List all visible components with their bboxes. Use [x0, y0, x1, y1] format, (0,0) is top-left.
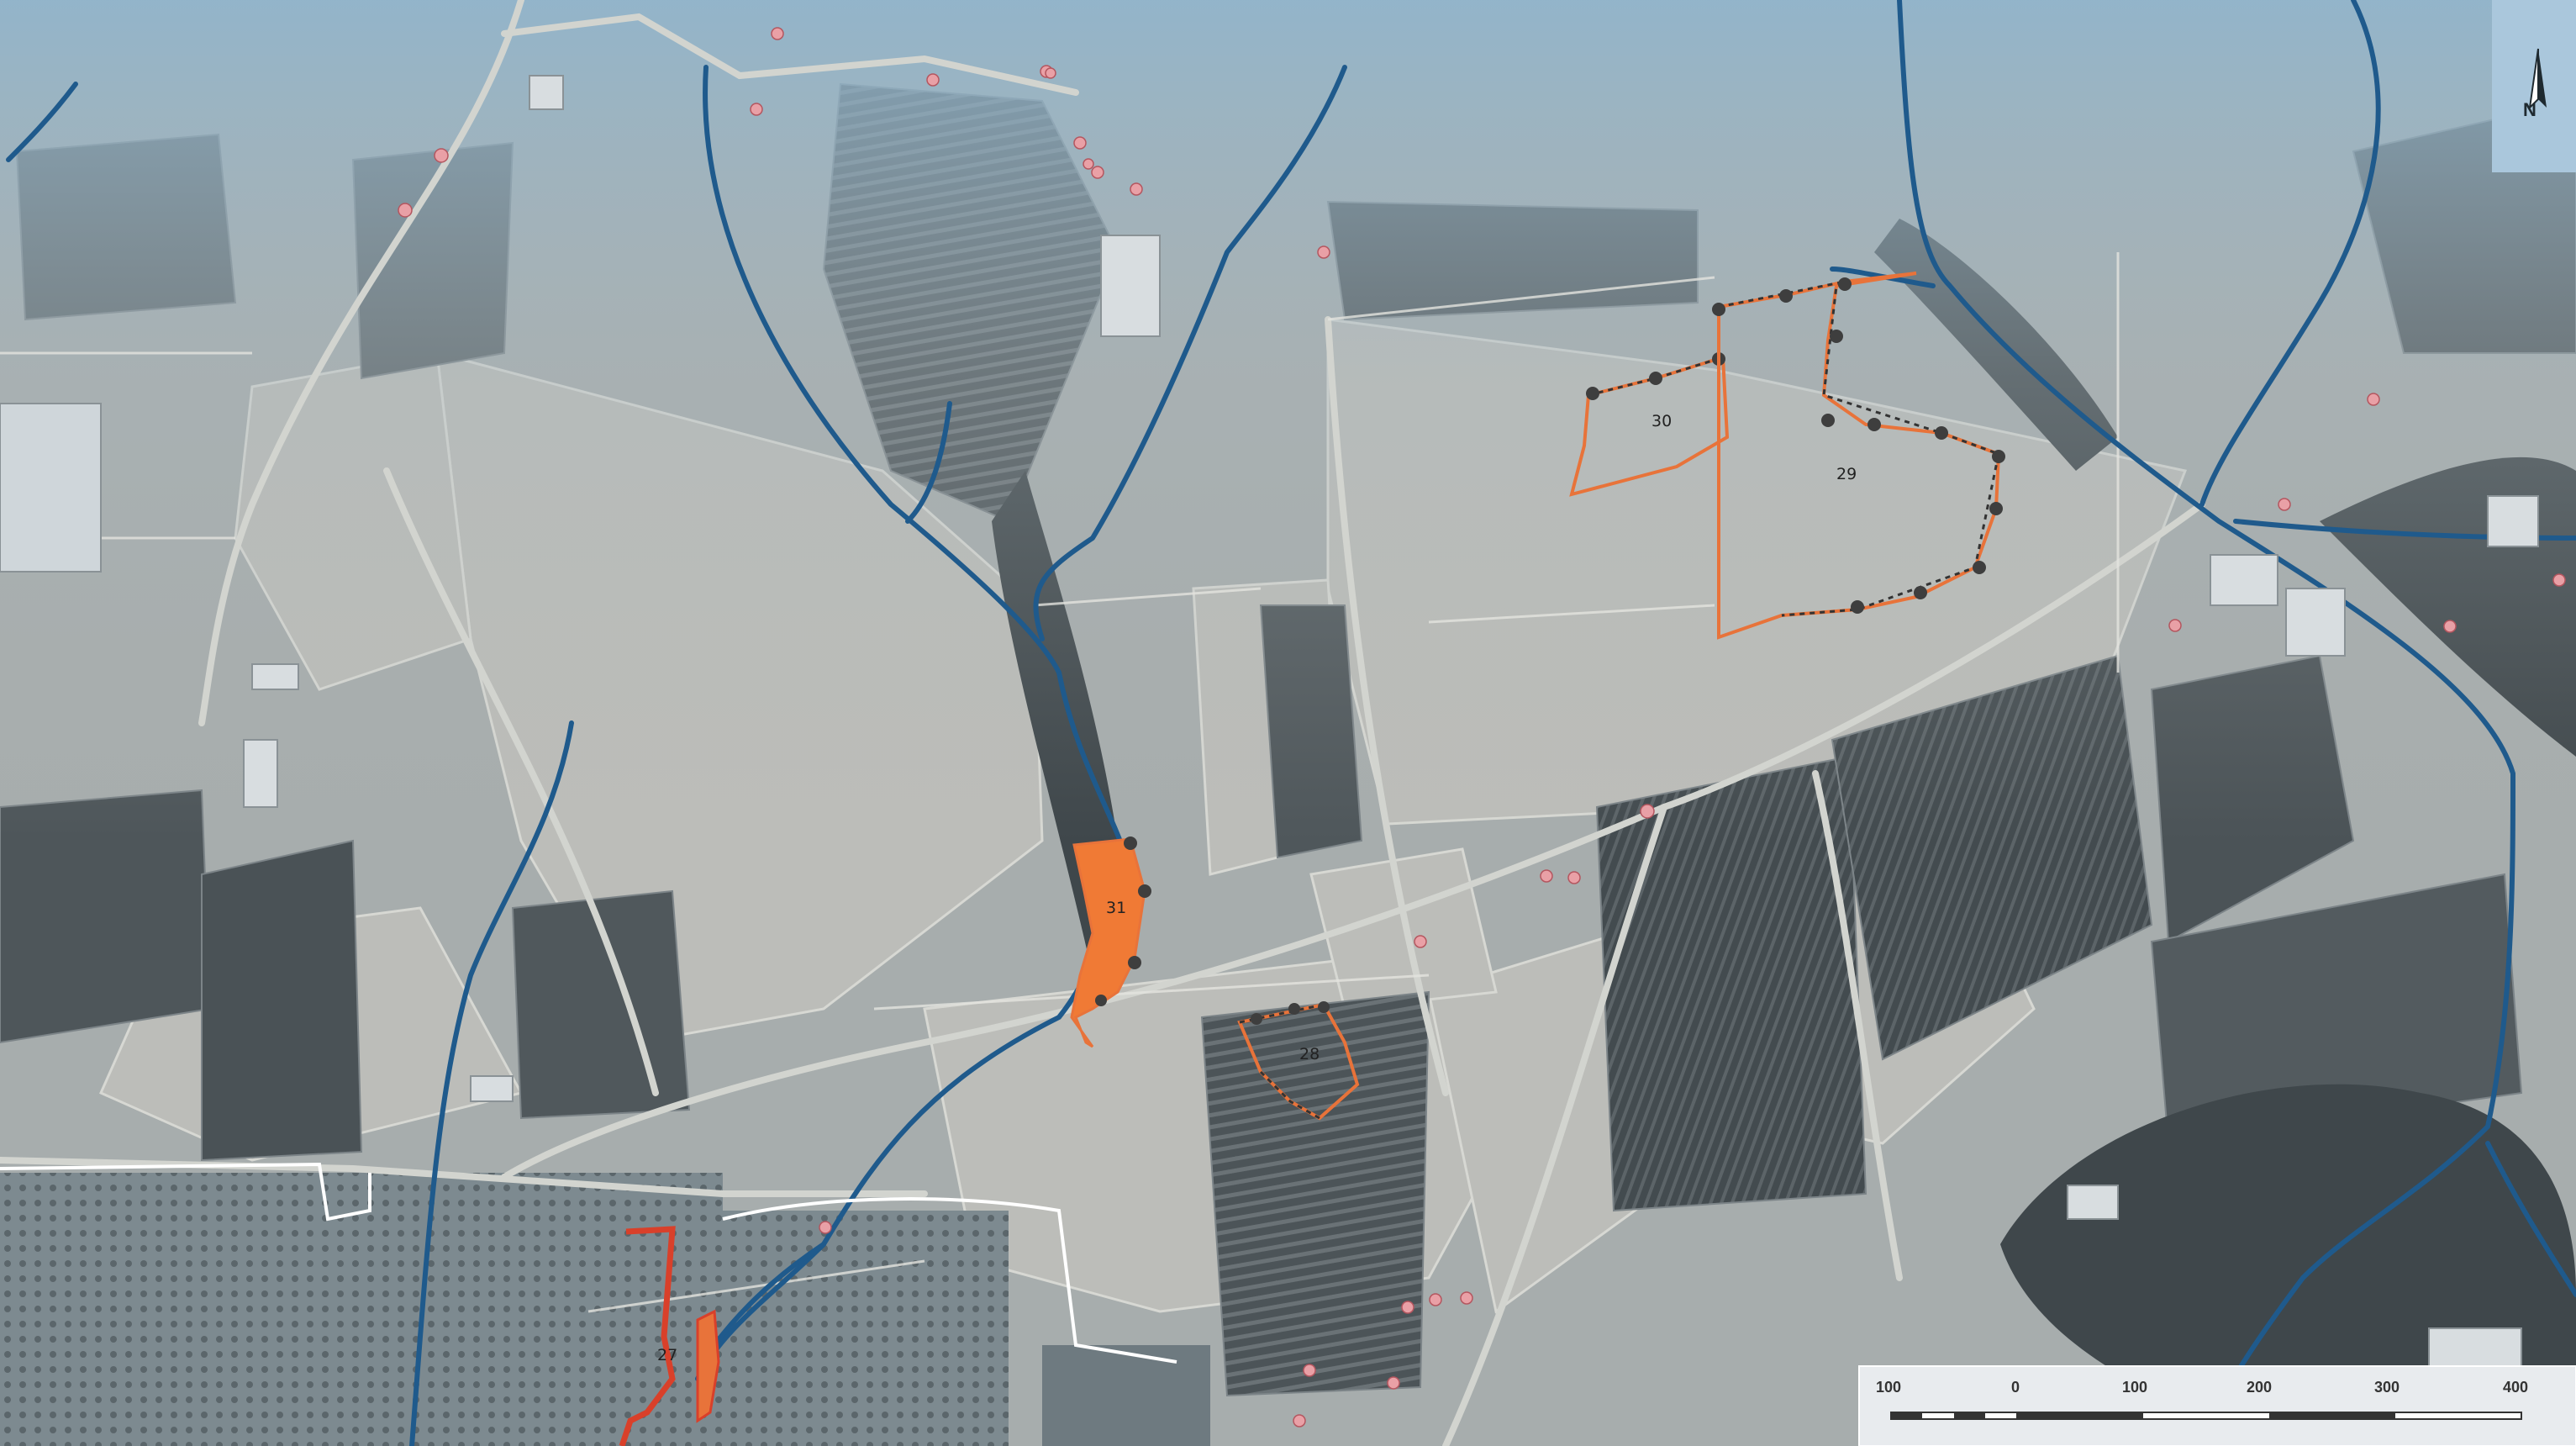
scale-tick-label: 200: [2247, 1379, 2272, 1396]
field-boundaries: [0, 252, 2120, 1313]
scale-bar: 100 0 100 200 300 400: [1858, 1365, 2576, 1446]
parcel-31-label: 31: [1106, 899, 1126, 917]
scale-tick-label: 100: [1876, 1379, 1901, 1396]
red-boundary: [619, 1226, 676, 1446]
scale-bar-ticks: 100 0 100 200 300 400: [1876, 1379, 2528, 1396]
parcel-27-outline: [696, 1309, 720, 1423]
buildings: [0, 75, 2539, 1371]
roads: [0, 0, 2205, 1446]
north-arrow: N: [2492, 0, 2576, 172]
scale-tick-label: 400: [2503, 1379, 2528, 1396]
orchard-strip: [0, 1173, 1210, 1446]
parcel-30-label: 30: [1651, 412, 1672, 430]
color-tint: [0, 0, 2576, 841]
parcel-29-label: 29: [1836, 465, 1857, 483]
white-boundary: [0, 1162, 1177, 1364]
farmstead-markers: [398, 27, 2566, 1428]
parcel-31-fill: [1070, 837, 1146, 1048]
parcel-27[interactable]: 27: [657, 1309, 720, 1423]
scale-tick-label: 300: [2374, 1379, 2400, 1396]
north-letter: N: [2523, 99, 2536, 120]
parcel-29[interactable]: 29: [1712, 272, 2005, 640]
north-arrow-icon: [2538, 49, 2547, 108]
parcel-27-label: 27: [657, 1346, 677, 1364]
parcel-28-label: 28: [1299, 1045, 1320, 1063]
parcel-31[interactable]: 31: [1070, 836, 1151, 1048]
scale-tick-label: 0: [2011, 1379, 2020, 1396]
scale-tick-label: 100: [2122, 1379, 2147, 1396]
parcel-28[interactable]: 28: [1237, 1001, 1360, 1121]
